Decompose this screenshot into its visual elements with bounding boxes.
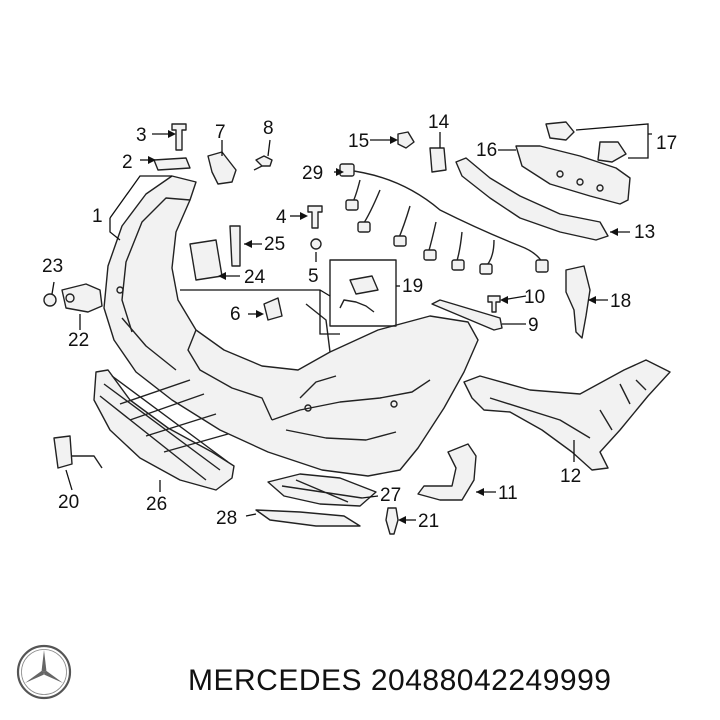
callout-22: 22 (68, 330, 89, 351)
small-parts (43, 123, 501, 535)
side-bracket (417, 443, 477, 501)
brand-name: MERCEDES (188, 664, 363, 697)
lower-grille (93, 369, 235, 491)
callout-25: 25 (264, 234, 285, 255)
callout-17: 17 (656, 133, 677, 154)
bumper-cover (103, 175, 479, 477)
fog-trim (255, 473, 377, 527)
callout-21: 21 (418, 511, 439, 532)
leader-lines (51, 123, 652, 521)
callout-8: 8 (263, 118, 274, 139)
callout-20: 20 (58, 492, 79, 513)
mercedes-star-logo (16, 644, 72, 700)
callout-4: 4 (276, 207, 287, 228)
callout-15: 15 (348, 131, 369, 152)
callout-13: 13 (634, 222, 655, 243)
callout-19: 19 (402, 276, 423, 297)
callout-labels: 1 2 3 4 5 6 7 8 9 10 11 12 13 14 15 16 1… (42, 112, 677, 532)
part-number: 20488042249999 (370, 664, 612, 697)
callout-3: 3 (136, 125, 147, 146)
arrowheads (148, 130, 618, 524)
callout-9: 9 (528, 315, 539, 336)
impact-bar (463, 359, 671, 471)
callout-29: 29 (302, 163, 323, 184)
callout-18: 18 (610, 291, 631, 312)
wiring-harness (339, 163, 549, 275)
callout-1: 1 (92, 206, 103, 227)
clips-17 (545, 121, 627, 163)
strip-9 (431, 299, 503, 331)
part-caption: MERCEDES 20488042249999 (188, 664, 611, 698)
callout-6: 6 (230, 304, 241, 325)
callout-14: 14 (428, 112, 450, 133)
callout-5: 5 (308, 266, 319, 287)
callout-10: 10 (524, 287, 545, 308)
callout-12: 12 (560, 466, 581, 487)
callout-23: 23 (42, 256, 63, 277)
bracket-18 (565, 265, 591, 339)
callout-26: 26 (146, 494, 167, 515)
callout-16: 16 (476, 140, 497, 161)
callout-28: 28 (216, 508, 237, 529)
callout-27: 27 (380, 485, 401, 506)
callout-11: 11 (498, 483, 518, 504)
absorber-upper (455, 145, 631, 241)
callout-2: 2 (122, 152, 133, 173)
callout-7: 7 (215, 122, 226, 143)
callout-24: 24 (244, 267, 266, 288)
